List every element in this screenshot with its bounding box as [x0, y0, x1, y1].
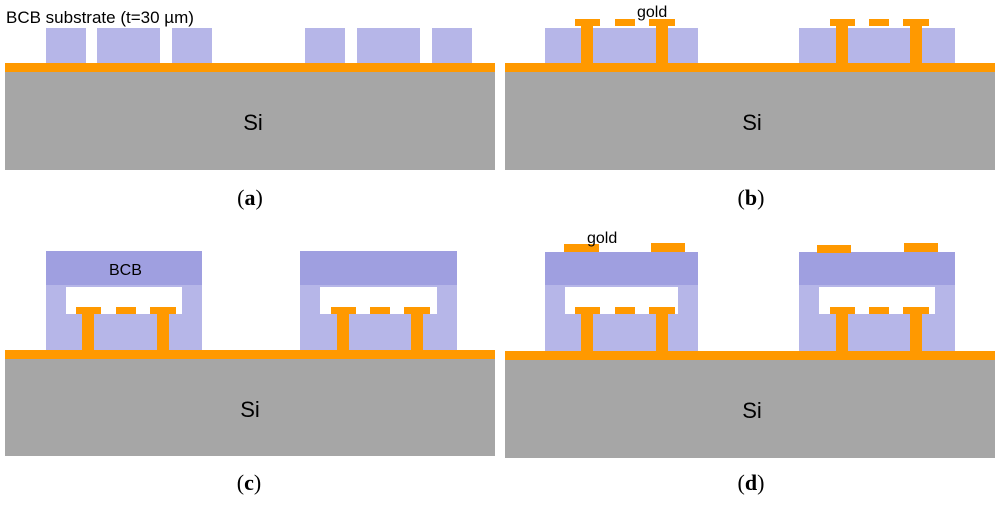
panel-b: Si gold (b)	[505, 4, 995, 210]
caption-close: )	[757, 185, 764, 210]
gold-annotation: gold	[587, 230, 617, 247]
bcb-block	[46, 28, 86, 63]
gold-top-pad	[651, 243, 685, 252]
gold-pad	[150, 307, 176, 314]
gold-pad	[615, 307, 635, 314]
caption-open: (	[237, 470, 244, 495]
gold-pad	[869, 19, 889, 26]
bcb-block	[172, 28, 212, 63]
gold-pad	[331, 307, 356, 314]
gold-pad	[903, 307, 929, 314]
gold-via	[581, 313, 593, 351]
bcb-layer	[545, 28, 698, 63]
substrate-label: Si	[243, 110, 263, 135]
caption-letter: c	[244, 470, 254, 495]
gold-top-pad	[817, 245, 851, 253]
caption-letter: d	[745, 470, 757, 495]
panel-caption: (b)	[738, 185, 765, 210]
caption-open: (	[738, 470, 745, 495]
gold-pad	[830, 19, 855, 26]
gold-annotation: gold	[637, 4, 667, 21]
panel-a: Si BCB substrate (t=30 µm) (a)	[5, 8, 495, 210]
gold-top-pad	[564, 244, 599, 252]
gold-via	[910, 313, 922, 351]
gold-top-pad	[904, 243, 938, 252]
gold-via	[836, 313, 848, 351]
gold-pad	[649, 307, 675, 314]
gold-pad	[903, 19, 929, 26]
gold-pad	[830, 307, 855, 314]
panel-c: Si BCB (c)	[5, 251, 495, 495]
caption-close: )	[757, 470, 764, 495]
gold-pad	[869, 307, 889, 314]
bcb-cap-lid	[46, 251, 202, 285]
gold-ground-layer	[5, 63, 495, 72]
panel-caption: (d)	[738, 470, 765, 495]
substrate-label: Si	[742, 110, 762, 135]
gold-via	[656, 313, 668, 351]
gold-pad	[76, 307, 101, 314]
bcb-cap-lid	[545, 252, 698, 285]
gold-via	[656, 25, 668, 63]
gold-via	[581, 25, 593, 63]
panel-caption: (a)	[237, 185, 263, 210]
gold-via	[337, 313, 349, 350]
bcb-layer	[799, 28, 955, 63]
caption-close: )	[254, 470, 261, 495]
gold-pad	[615, 19, 635, 26]
silicon-wafer	[505, 72, 995, 170]
panel-caption: (c)	[237, 470, 261, 495]
bcb-substrate-annotation: BCB substrate (t=30 µm)	[6, 8, 194, 27]
caption-open: (	[237, 185, 244, 210]
bcb-cap-lid	[300, 251, 457, 285]
bcb-annotation: BCB	[109, 262, 142, 279]
gold-pad	[404, 307, 430, 314]
gold-pad	[575, 19, 600, 26]
bcb-block	[357, 28, 420, 63]
gold-ground-layer	[5, 350, 495, 359]
caption-open: (	[738, 185, 745, 210]
bcb-block	[432, 28, 472, 63]
gold-via	[82, 313, 94, 350]
silicon-wafer	[5, 72, 495, 170]
bcb-block	[97, 28, 160, 63]
silicon-wafer	[505, 360, 995, 458]
gold-ground-layer	[505, 351, 995, 360]
bcb-block	[305, 28, 345, 63]
caption-letter: a	[245, 185, 256, 210]
panel-d: Si gold (d)	[505, 230, 995, 495]
substrate-label: Si	[240, 397, 260, 422]
gold-pad	[116, 307, 136, 314]
gold-via	[836, 25, 848, 63]
gold-via	[411, 313, 423, 350]
gold-via	[157, 313, 169, 350]
substrate-label: Si	[742, 398, 762, 423]
silicon-wafer	[5, 358, 495, 456]
gold-pad	[649, 19, 675, 26]
gold-pad	[575, 307, 600, 314]
gold-pad	[370, 307, 390, 314]
caption-close: )	[256, 185, 263, 210]
caption-letter: b	[745, 185, 757, 210]
bcb-cap-lid	[799, 252, 955, 285]
gold-via	[910, 25, 922, 63]
gold-ground-layer	[505, 63, 995, 72]
